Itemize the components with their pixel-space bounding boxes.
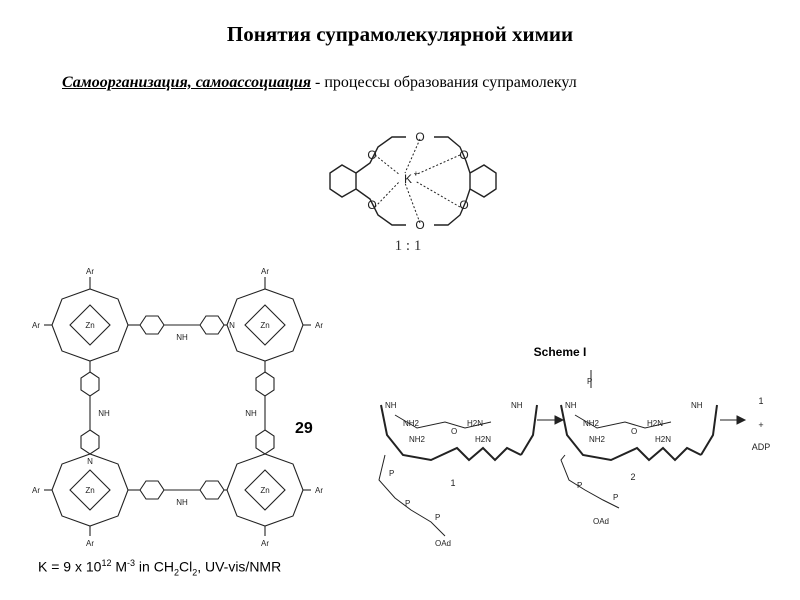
definition-line: Самоорганизация, самоассоциация - процес… bbox=[62, 74, 577, 92]
phosphorus-label: P bbox=[405, 499, 410, 508]
nh2-label: NH2 bbox=[589, 435, 606, 444]
amide-label: NH bbox=[245, 409, 257, 418]
definition-term: Самоорганизация, самоассоциация bbox=[62, 74, 311, 91]
compound-2-label: 2 bbox=[630, 472, 635, 482]
crown-ether-diagram: O O O O O O K + 1 : 1 bbox=[329, 130, 497, 254]
plus-sign: + bbox=[758, 420, 763, 430]
crown-oxygen: O bbox=[367, 198, 376, 212]
compound-1-label: 1 bbox=[450, 478, 455, 488]
crown-oxygen: O bbox=[415, 130, 424, 144]
adenosine-label: OAd bbox=[593, 517, 609, 526]
phosphorus-label: P bbox=[435, 513, 440, 522]
phosphorus-label: P bbox=[613, 493, 618, 502]
h2n-label: H2N bbox=[647, 419, 663, 428]
ether-oxygen: O bbox=[451, 427, 457, 436]
product-1-label: 1 bbox=[758, 396, 763, 406]
crown-oxygen: O bbox=[459, 148, 468, 162]
potassium-charge: + bbox=[414, 169, 419, 178]
scheme-title: Scheme I bbox=[534, 345, 587, 359]
scheme-diagram: Scheme I NH NH2 NH2 H2N H2N NH O NH NH2 … bbox=[378, 345, 771, 548]
h2n-label: H2N bbox=[655, 435, 671, 444]
zinc-label: Zn bbox=[85, 486, 94, 495]
nh2-label: NH2 bbox=[409, 435, 426, 444]
aryl-label: Ar bbox=[86, 539, 94, 548]
nh-label: NH bbox=[385, 401, 397, 410]
aryl-label: Ar bbox=[32, 321, 40, 330]
porphyrin-unit bbox=[44, 277, 129, 362]
h2n-label: H2N bbox=[467, 419, 483, 428]
crown-oxygen: O bbox=[367, 148, 376, 162]
pyridine-n-label: N bbox=[229, 321, 235, 330]
nh2-label: NH2 bbox=[403, 419, 420, 428]
aryl-label: Ar bbox=[315, 486, 323, 495]
porphyrin-unit bbox=[226, 453, 311, 536]
nh-label: NH bbox=[511, 401, 523, 410]
pyridine-n-label: N bbox=[87, 457, 93, 466]
phosphorus-label: P bbox=[389, 469, 394, 478]
aryl-label: Ar bbox=[315, 321, 323, 330]
potassium-ion: K bbox=[404, 172, 412, 186]
crown-oxygen: O bbox=[415, 218, 424, 232]
aryl-label: Ar bbox=[261, 267, 269, 276]
phosphorus-label: P bbox=[587, 377, 592, 386]
porphyrin-unit bbox=[44, 453, 129, 536]
compound-number: 29 bbox=[295, 420, 313, 437]
nh2-label: NH2 bbox=[583, 419, 600, 428]
zinc-label: Zn bbox=[85, 321, 94, 330]
amide-label: NH bbox=[176, 333, 188, 342]
definition-text: - процессы образования супрамолекул bbox=[311, 74, 577, 91]
nh-label: NH bbox=[565, 401, 577, 410]
page-title: Понятия супрамолекулярной химии bbox=[226, 22, 574, 46]
aryl-label: Ar bbox=[86, 267, 94, 276]
ether-oxygen: O bbox=[631, 427, 637, 436]
adenosine-label: OAd bbox=[435, 539, 451, 548]
zinc-label: Zn bbox=[260, 321, 269, 330]
h2n-label: H2N bbox=[475, 435, 491, 444]
zinc-label: Zn bbox=[260, 486, 269, 495]
crown-oxygen: O bbox=[459, 198, 468, 212]
stoichiometry-ratio: 1 : 1 bbox=[395, 238, 422, 254]
adp-label: ADP bbox=[752, 442, 771, 452]
aryl-label: Ar bbox=[32, 486, 40, 495]
amide-label: NH bbox=[176, 498, 188, 507]
aryl-label: Ar bbox=[261, 539, 269, 548]
binding-constant: K = 9 x 1012 M-3 in CH2Cl2, UV-vis/NMR bbox=[38, 558, 282, 578]
amide-label: NH bbox=[98, 409, 110, 418]
porphyrin-box-diagram: Zn Zn Zn Zn Ar Ar Ar Ar Ar Ar Ar Ar NH N… bbox=[32, 267, 323, 548]
porphyrin-unit bbox=[226, 277, 311, 362]
phosphorus-label: P bbox=[577, 481, 582, 490]
nh-label: NH bbox=[691, 401, 703, 410]
